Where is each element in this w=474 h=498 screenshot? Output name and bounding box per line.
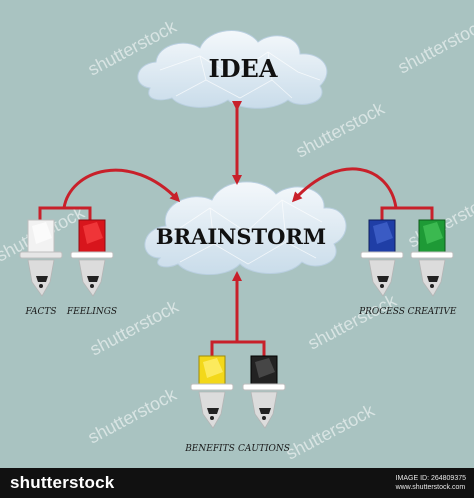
footer-brand: shutterstock (10, 473, 115, 492)
benefits-label: BENEFITS (184, 444, 235, 454)
right-group-arrow (291, 167, 398, 209)
site-text: www.shutterstock.com (395, 484, 466, 491)
benefits-hat-figure: BENEFITS (184, 355, 235, 454)
cautions-hat-figure: CAUTIONS (238, 355, 290, 454)
bottom-bracket (210, 340, 266, 356)
watermark-text: shutterstock (292, 98, 388, 162)
watermark-text: shutterstock (282, 400, 378, 464)
watermark-text: shutterstock (86, 296, 182, 360)
brainstorm-diagram: shutterstock shutterstock shutterstock s… (0, 14, 474, 464)
process-label: PROCESS (358, 307, 405, 317)
watermark-text: shutterstock (304, 290, 400, 354)
facts-label: FACTS (24, 307, 56, 317)
right-bracket (380, 206, 434, 222)
footer-bar: shutterstock IMAGE ID: 264809375 www.shu… (0, 468, 474, 498)
brainstorm-label: BRAINSTORM (156, 224, 326, 249)
feelings-hat-figure: FEELINGS (66, 219, 117, 317)
creative-label: CREATIVE (408, 307, 457, 317)
footer-meta: IMAGE ID: 264809375 www.shutterstock.com (396, 474, 466, 492)
idea-cloud: IDEA (137, 30, 328, 109)
left-bracket (38, 206, 92, 222)
watermark-text: shutterstock (84, 384, 180, 448)
watermark-text: shutterstock (394, 14, 474, 78)
idea-label: IDEA (209, 54, 278, 83)
left-group-arrow (62, 168, 181, 209)
cautions-label: CAUTIONS (238, 444, 290, 454)
process-hat-figure: PROCESS (358, 219, 405, 317)
creative-hat-figure: CREATIVE (408, 219, 457, 317)
facts-hat-figure: FACTS (19, 219, 63, 317)
feelings-label: FEELINGS (66, 307, 117, 317)
image-id-text: IMAGE ID: 264809375 (395, 475, 466, 482)
connector-layer (38, 101, 434, 356)
